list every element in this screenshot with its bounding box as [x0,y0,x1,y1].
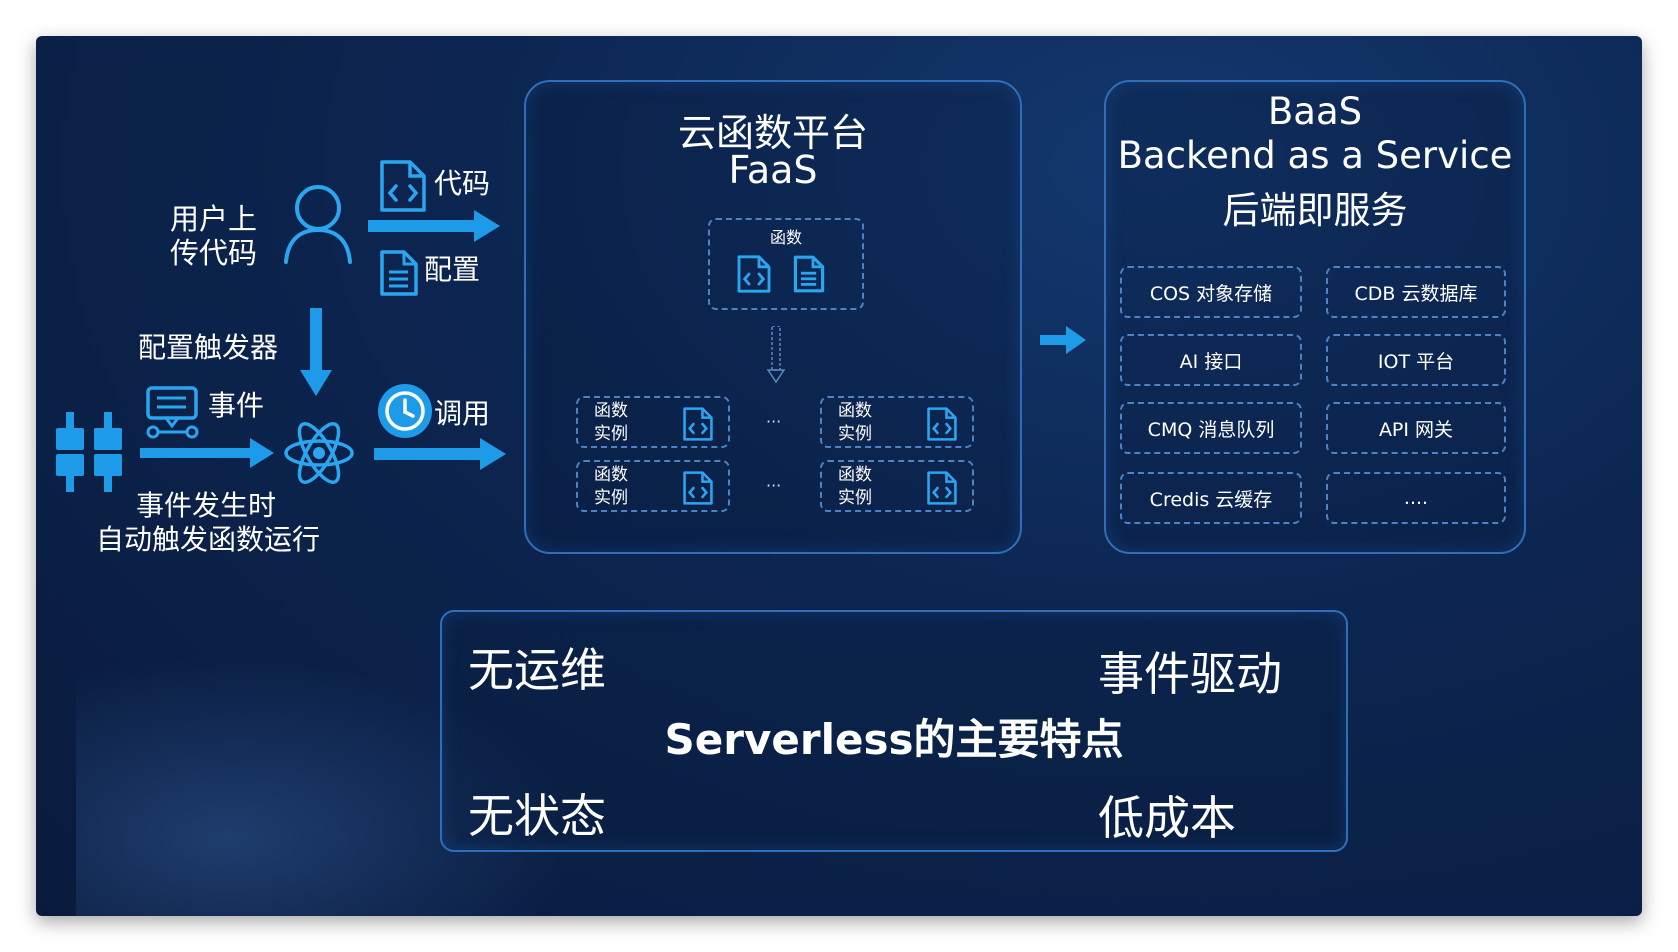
invoke-label: 调用 [434,397,491,430]
user-upload-label-line2: 传代码 [170,236,258,270]
clock-icon [378,384,432,438]
instance-label-line1: 函数 [838,401,872,421]
arrow-right-icon [374,438,506,470]
function-instance: 函数实例 [576,396,730,448]
event-label: 事件 [208,389,265,422]
features-title: Serverless的主要特点 [664,715,1124,764]
features-panel: 无运维 事件驱动 Serverless的主要特点 无状态 低成本 [440,610,1348,852]
code-file-icon [683,407,713,441]
feature-top-left: 无运维 [468,643,606,697]
service-cmq: CMQ 消息队列 [1120,402,1302,454]
slide: 用户上 传代码 代码 配置 配置触发器 事件 [36,36,1642,916]
faas-panel: 云函数平台 FaaS 函数 函数实例 [524,80,1022,554]
atom-icon [284,422,354,484]
baas-panel: BaaS Backend as a Service 后端即服务 COS 对象存储… [1104,80,1526,554]
function-instance: 函数实例 [576,460,730,512]
plug-icon [56,412,122,492]
arrow-down-icon [766,326,786,384]
instance-label-line2: 实例 [594,424,628,444]
arrow-right-icon [1040,326,1086,354]
function-box-label: 函数 [769,228,802,247]
ellipsis: ··· [766,412,782,431]
function-box: 函数 [708,218,864,310]
arrow-down-icon [300,308,332,396]
code-file-icon [380,160,426,212]
instance-label-line1: 函数 [594,465,628,485]
baas-title: BaaS [1267,90,1363,133]
service-credis: Credis 云缓存 [1120,472,1302,524]
code-file-icon [927,407,957,441]
code-file-icon [737,255,771,293]
faas-title: 云函数平台 [677,111,868,155]
function-instance: 函数实例 [820,460,974,512]
instance-label-line2: 实例 [838,424,872,444]
instance-label-line1: 函数 [838,465,872,485]
function-instance: 函数实例 [820,396,974,448]
auto-trigger-label-line2: 自动触发函数运行 [96,523,321,556]
arrow-right-icon [140,438,274,468]
service-ai: AI 接口 [1120,334,1302,386]
service-cdb: CDB 云数据库 [1326,266,1506,318]
document-icon [793,255,825,293]
service-more: .... [1326,472,1506,524]
code-file-icon [927,471,957,505]
service-iot: IOT 平台 [1326,334,1506,386]
baas-subtitle-cn: 后端即服务 [1222,189,1408,232]
instance-label-line1: 函数 [594,401,628,421]
event-message-icon [146,386,199,439]
feature-bottom-left: 无状态 [468,789,606,843]
service-api-gateway: API 网关 [1326,402,1506,454]
instance-label-line2: 实例 [838,488,872,508]
faas-subtitle: FaaS [728,148,818,192]
feature-bottom-right: 低成本 [1098,791,1236,845]
code-file-icon [683,471,713,505]
user-upload-label-line1: 用户上 [170,202,258,236]
code-label: 代码 [434,167,491,200]
user-icon [284,185,352,264]
auto-trigger-label-line1: 事件发生时 [136,489,277,522]
document-icon [380,250,418,296]
feature-top-right: 事件驱动 [1098,647,1282,701]
service-cos: COS 对象存储 [1120,266,1302,318]
baas-subtitle: Backend as a Service [1117,134,1513,177]
instance-label-line2: 实例 [594,488,628,508]
arrow-right-icon [368,210,500,242]
config-label: 配置 [424,253,481,286]
configure-trigger-label: 配置触发器 [138,331,279,364]
ellipsis: ··· [766,476,782,495]
